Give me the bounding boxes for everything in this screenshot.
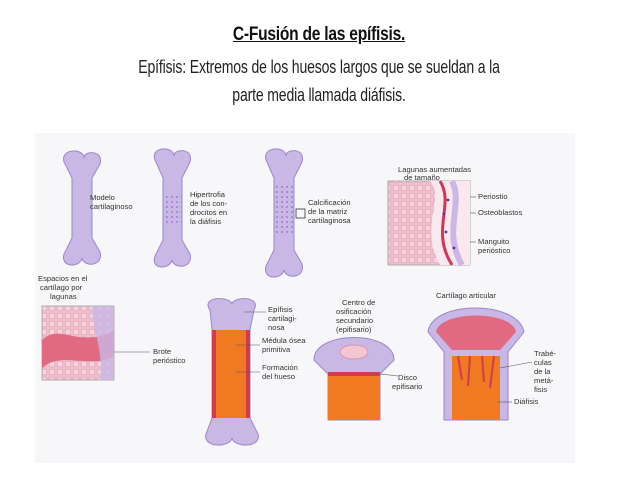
periosteum-inset	[387, 179, 471, 267]
label-centro-4: (epifisario)	[336, 325, 372, 334]
label-epifisis-2: cartilagi-	[268, 314, 297, 323]
label-hipertrofia-2: de los con-	[190, 199, 228, 208]
label-lagunas-1: Lagunas aumentadas	[398, 165, 471, 174]
label-trabeculas-4: metá-	[534, 376, 554, 385]
label-osteoblastos: Osteoblastos	[478, 208, 523, 217]
periosteal-bud-inset	[41, 305, 115, 381]
definition-line-2: parte media llamada diáfisis.	[232, 85, 406, 105]
label-brote-1: Brote	[153, 347, 171, 356]
label-trabeculas-1: Trabé-	[534, 349, 557, 358]
label-epifisis-3: nosa	[268, 323, 285, 332]
label-hipertrofia-1: Hipertrofia	[190, 190, 226, 199]
hypertrophy-bone	[153, 148, 191, 268]
primary-ossification-bone	[205, 298, 259, 446]
label-trabeculas-2: culas	[534, 358, 552, 367]
label-espacios-2: cartílago por	[40, 283, 83, 292]
label-trabeculas-5: fisis	[534, 385, 547, 394]
label-lagunas-2: de tamaño	[404, 173, 440, 182]
label-centro-2: osificación	[336, 307, 371, 316]
label-hipertrofia-4: la diáfisis	[190, 217, 221, 226]
label-manguito-2: perióstico	[478, 246, 511, 255]
label-brote-2: perióstico	[153, 356, 186, 365]
slide-title: C-Fusión de las epífisis.	[232, 24, 406, 45]
calcification-bone	[265, 148, 306, 278]
label-centro-3: secundario	[336, 316, 373, 325]
label-modelo-2: cartilaginoso	[90, 202, 133, 211]
label-disco-2: epifisario	[392, 382, 422, 391]
label-medula-1: Médula ósea	[262, 336, 306, 345]
label-calcificacion-1: Calcificación	[308, 198, 351, 207]
definition-line-1: Epífisis: Extremos de los huesos largos …	[138, 57, 500, 77]
label-medula-2: primitiva	[262, 345, 291, 354]
label-espacios-1: Espacios en el	[38, 274, 88, 283]
label-trabeculas-3: de la	[534, 367, 551, 376]
label-cartilago-articular: Cartílago articular	[436, 291, 496, 300]
label-manguito-1: Manguito	[478, 237, 509, 246]
label-calcificacion-2: de la matriz	[308, 207, 347, 216]
cartilage-model-bone	[63, 150, 101, 266]
label-modelo-1: Modelo	[90, 193, 115, 202]
label-hipertrofia-3: droci­tos en	[190, 208, 227, 217]
label-espacios-3: lagunas	[50, 292, 77, 301]
label-calcificacion-3: cartilaginosa	[308, 216, 351, 225]
label-diafisis: Diáfisis	[514, 397, 539, 406]
label-periostio: Periostio	[478, 192, 508, 201]
label-disco-1: Disco	[398, 373, 417, 382]
secondary-ossification-epiphysis	[313, 337, 395, 421]
label-centro-1: Centro de	[342, 298, 375, 307]
mature-epiphysis	[427, 307, 525, 421]
label-formacion-2: del hueso	[262, 372, 295, 381]
label-epifisis-1: Epífisis	[268, 305, 293, 314]
label-formacion-1: Formación	[262, 363, 298, 372]
